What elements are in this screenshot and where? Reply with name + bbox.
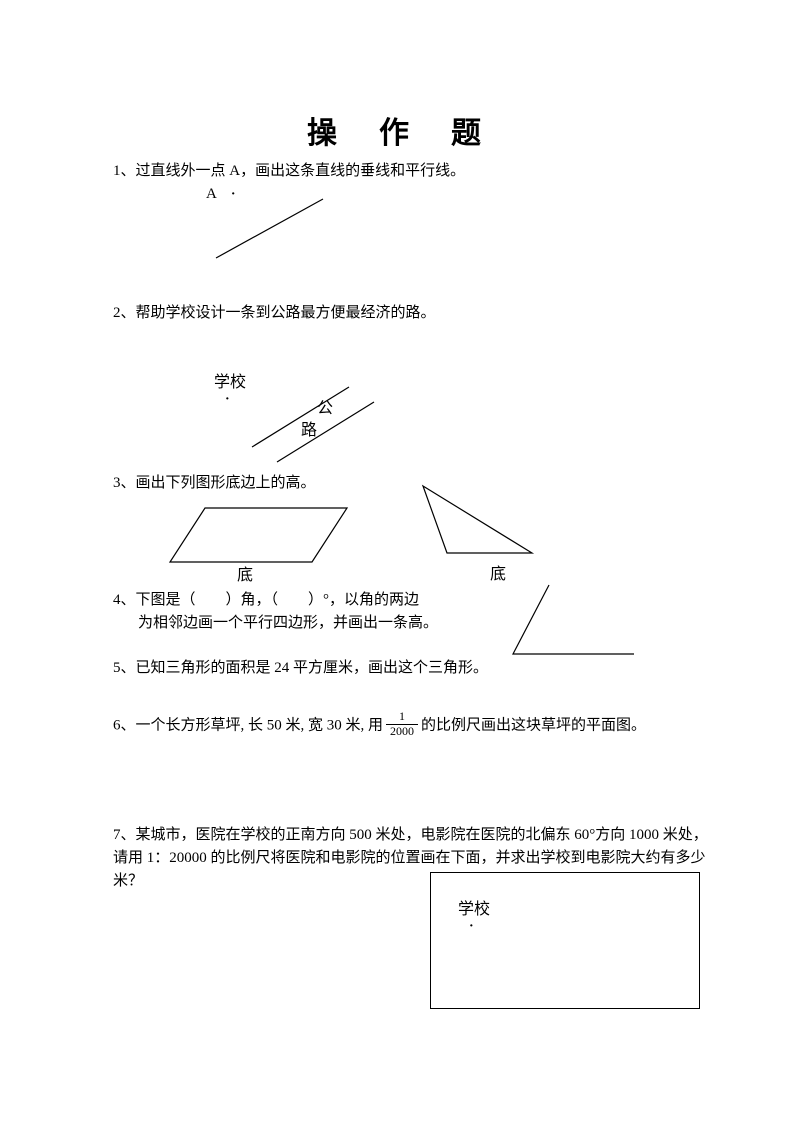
q1-line-figure: [215, 198, 324, 259]
question-7-text-line3: 米？: [113, 873, 144, 889]
q3-triangle-figure: [421, 484, 535, 554]
q1-point-dot: ·: [230, 187, 236, 202]
q6-fraction-numerator: 1: [399, 709, 406, 723]
q7-school-dot: ·: [469, 919, 474, 934]
question-7-text-line2: 请用 1：20000 的比例尺将医院和电影院的位置画在下面，并求出学校到电影院大…: [113, 850, 706, 866]
question-5-text: 5、已知三角形的面积是 24 平方厘米，画出这个三角形。: [113, 660, 489, 676]
q4-angle-figure: [512, 584, 634, 655]
q6-text-after: 的比例尺画出这块草坪的平面图。: [421, 717, 647, 734]
q3-parallelogram-base-label: 底: [237, 567, 254, 584]
page-title: 操 作 题: [307, 117, 487, 150]
q2-school-dot: ·: [225, 392, 230, 407]
question-1-text: 1、过直线外一点 A，画出这条直线的垂线和平行线。: [113, 163, 466, 179]
q3-triangle-base-label: 底: [490, 566, 507, 583]
q1-point-a-label: A: [206, 186, 217, 202]
question-4-text-line1: 4、下图是（ ）角，（ ）°，以角的两边: [113, 592, 420, 608]
q7-school-label: 学校: [458, 901, 491, 918]
q1-point-a: A·: [206, 186, 236, 203]
question-2-text: 2、帮助学校设计一条到公路最方便最经济的路。: [113, 305, 436, 321]
q2-school-label: 学校: [214, 374, 247, 391]
q7-answer-box: 学校 ·: [430, 872, 700, 1009]
q6-fraction-denominator: 2000: [386, 723, 419, 739]
question-4-text-line2: 为相邻边画一个平行四边形，并画出一条高。: [138, 615, 439, 631]
q3-parallelogram-figure: [168, 507, 349, 563]
q2-road-char-1: 公: [317, 400, 334, 417]
question-3-text: 3、画出下列图形底边上的高。: [113, 475, 316, 491]
q6-text-before: 6、一个长方形草坪, 长 50 米, 宽 30 米, 用: [113, 717, 384, 734]
q2-road-char-2: 路: [301, 422, 318, 439]
question-7-text-line1: 7、某城市，医院在学校的正南方向 500 米处，电影院在医院的北偏东 60°方向…: [113, 827, 708, 843]
